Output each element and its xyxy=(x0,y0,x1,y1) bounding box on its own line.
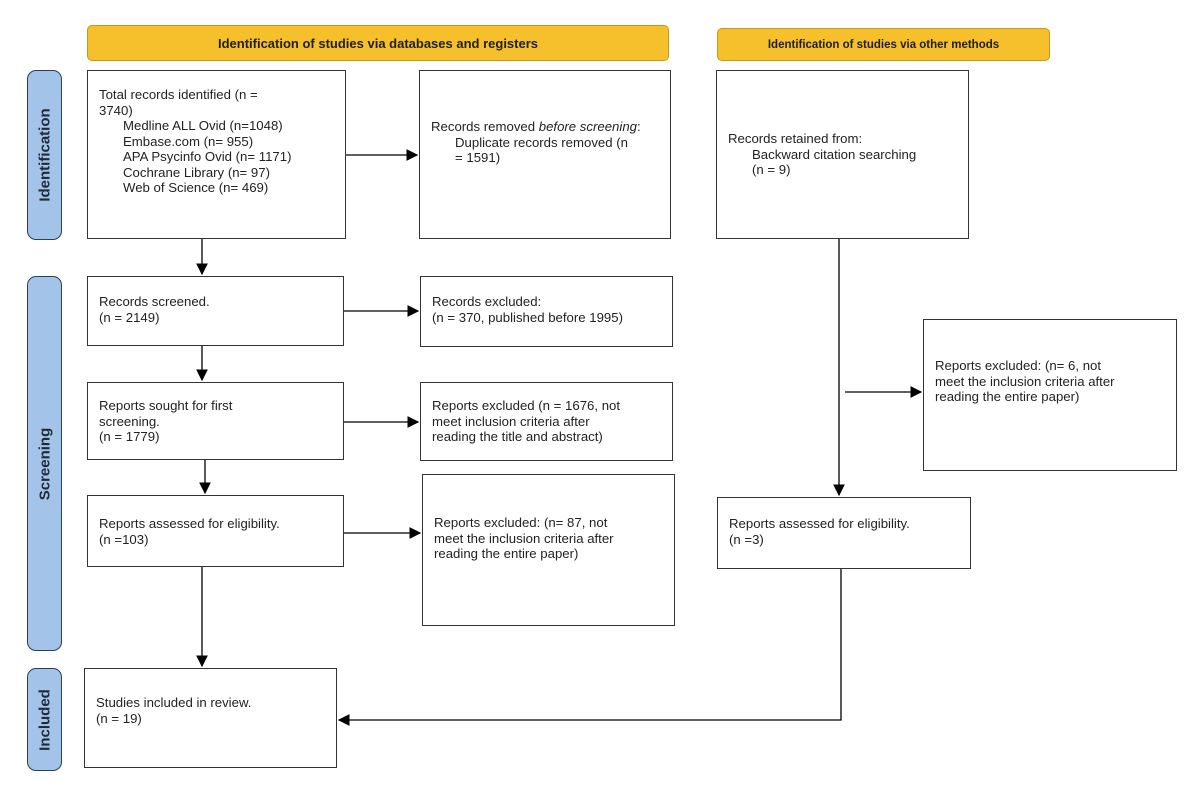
excluded-other-line3: reading the entire paper) xyxy=(935,389,1080,404)
source-item: Web of Science (n= 469) xyxy=(123,180,269,195)
retained-line1: Records retained from: xyxy=(728,131,863,146)
box-studies-included: Studies included in review. (n = 19) xyxy=(84,668,337,768)
excluded2-line2: meet inclusion criteria after xyxy=(432,413,590,429)
removed-suffix: : xyxy=(637,119,641,134)
box-reports-excluded-title: Reports excluded (n = 1676, not meet inc… xyxy=(420,382,673,461)
source-item: APA Psycinfo Ovid (n= 1171) xyxy=(123,149,292,164)
box-other-reports-excluded: Reports excluded: (n= 6, not meet the in… xyxy=(923,319,1177,471)
sought-line1: Reports sought for first xyxy=(99,398,233,413)
removed-detail2: = 1591) xyxy=(455,150,501,165)
sought-line3: (n = 1779) xyxy=(99,429,160,444)
source-item: Medline ALL Ovid (n=1048) xyxy=(123,118,283,133)
total-line1: Total records identified (n = xyxy=(99,87,258,102)
box-records-retained: Records retained from: Backward citation… xyxy=(716,70,969,239)
header-other-methods-label: Identification of studies via other meth… xyxy=(767,38,1000,51)
excluded-other-line1: Reports excluded: (n= 6, not xyxy=(935,358,1102,373)
box-records-excluded: Records excluded: (n = 370, published be… xyxy=(420,276,673,347)
excluded2-line1: Reports excluded (n = 1676, not xyxy=(432,398,621,413)
source-item: Cochrane Library (n= 97) xyxy=(123,164,270,180)
stage-screening: Screening xyxy=(27,276,62,651)
excluded-other-line2: meet the inclusion criteria after xyxy=(935,373,1115,389)
assessed-other-line1: Reports assessed for eligibility. xyxy=(729,516,910,531)
excluded2-line3: reading the title and abstract) xyxy=(432,429,603,444)
stage-included: Included xyxy=(27,668,62,771)
screened-line2: (n = 2149) xyxy=(99,309,160,325)
header-other-methods: Identification of studies via other meth… xyxy=(717,28,1050,61)
box-reports-excluded-fulltext: Reports excluded: (n= 87, not meet the i… xyxy=(422,474,675,626)
box-records-removed: Records removed before screening: Duplic… xyxy=(419,70,671,239)
arrow-other-to-included xyxy=(337,569,842,726)
retained-line2: Backward citation searching xyxy=(752,146,917,162)
included-line2: (n = 19) xyxy=(96,710,142,726)
assessed-line1: Reports assessed for eligibility. xyxy=(99,516,280,531)
excluded1-line2: (n = 370, published before 1995) xyxy=(432,309,623,325)
included-line1: Studies included in review. xyxy=(96,695,252,710)
box-other-reports-assessed: Reports assessed for eligibility. (n =3) xyxy=(717,497,971,569)
sought-line2: screening. xyxy=(99,413,160,429)
box-total-records: Total records identified (n = 3740) Medl… xyxy=(87,70,346,239)
excluded3-line1: Reports excluded: (n= 87, not xyxy=(434,515,608,530)
header-databases-label: Identification of studies via databases … xyxy=(217,35,539,51)
excluded3-line3: reading the entire paper) xyxy=(434,546,579,561)
box-records-screened: Records screened. (n = 2149) xyxy=(87,276,344,346)
stage-identification: Identification xyxy=(27,70,62,240)
removed-detail1: Duplicate records removed (n xyxy=(455,134,628,150)
retained-line3: (n = 9) xyxy=(752,162,791,177)
box-reports-sought: Reports sought for first screening. (n =… xyxy=(87,382,344,460)
box-reports-assessed: Reports assessed for eligibility. (n =10… xyxy=(87,495,344,567)
excluded1-line1: Records excluded: xyxy=(432,294,542,309)
assessed-other-line2: (n =3) xyxy=(729,531,764,547)
removed-italic: before screening xyxy=(538,119,637,134)
screened-line1: Records screened. xyxy=(99,294,210,309)
removed-prefix: Records removed xyxy=(431,119,539,134)
assessed-line2: (n =103) xyxy=(99,531,149,547)
total-line2: 3740) xyxy=(99,102,133,118)
source-item: Embase.com (n= 955) xyxy=(123,133,254,149)
header-databases: Identification of studies via databases … xyxy=(87,25,669,61)
excluded3-line2: meet the inclusion criteria after xyxy=(434,530,614,546)
